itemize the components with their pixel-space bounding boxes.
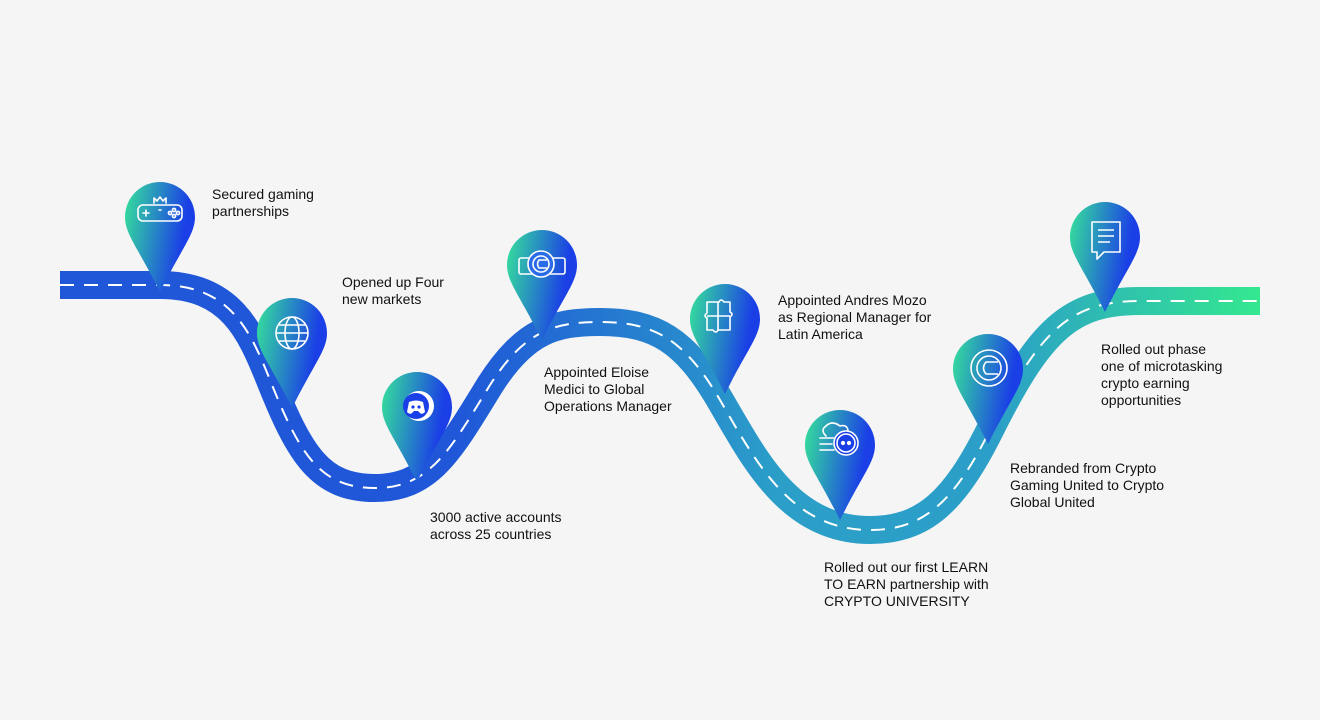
milestone-label-learn: Rolled out our first LEARN TO EARN partn… bbox=[824, 559, 989, 609]
milestone-label-markets: Opened up Four new markets bbox=[342, 274, 444, 307]
milestone-label-accounts: 3000 active accounts across 25 countries bbox=[430, 509, 562, 542]
winding-road bbox=[60, 271, 1260, 544]
globe-icon bbox=[275, 316, 309, 350]
milestone-pin-rebrand bbox=[953, 334, 1023, 444]
milestone-label-andres: Appointed Andres Mozo as Regional Manage… bbox=[778, 292, 932, 342]
puzzle-icon bbox=[704, 299, 733, 333]
milestone-pin-markets bbox=[257, 298, 327, 408]
milestone-label-eloise: Appointed Eloise Medici to Global Operat… bbox=[544, 364, 672, 414]
milestone-label-gaming: Secured gaming partnerships bbox=[212, 186, 314, 219]
milestone-pin-andres bbox=[690, 284, 760, 394]
discord-coin-icon bbox=[403, 391, 434, 421]
brand-logo-icon bbox=[970, 349, 1008, 387]
road-center-dashes bbox=[60, 284, 1260, 532]
brand-coin-stack-icon bbox=[518, 250, 566, 278]
milestone-pin-eloise bbox=[507, 230, 577, 340]
milestone-pin-gaming bbox=[125, 182, 195, 292]
milestone-pin-learn bbox=[805, 410, 875, 520]
milestone-label-microtasking: Rolled out phase one of microtasking cry… bbox=[1101, 341, 1223, 408]
chat-document-icon bbox=[1091, 221, 1121, 260]
milestone-pin-microtasking bbox=[1070, 202, 1140, 312]
learn-to-earn-icon bbox=[819, 422, 859, 456]
gamepad-crown-icon bbox=[137, 196, 183, 222]
milestone-label-rebrand: Rebranded from Crypto Gaming United to C… bbox=[1010, 460, 1165, 510]
milestone-pin-accounts bbox=[382, 372, 452, 482]
